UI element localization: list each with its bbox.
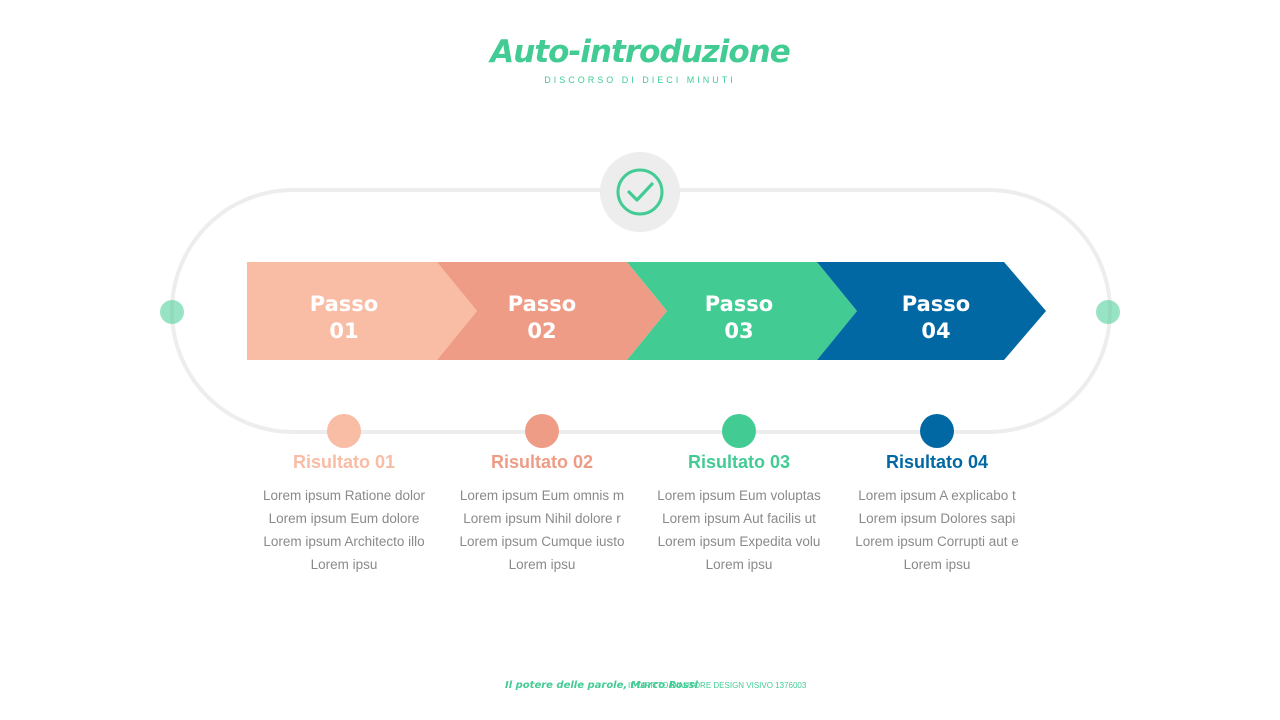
step-word: Passo [704, 292, 774, 316]
footer-credit: IL DIRITTO D'AUTORE DESIGN VISIVO 137600… [628, 681, 807, 690]
result-line: Lorem ipsu [508, 557, 576, 572]
result-line: Lorem ipsum Nihil dolore r [463, 511, 621, 526]
footer: Il potere delle parole, Marco Rossi IL D… [0, 680, 1280, 694]
slide-title: Auto-introduzione [490, 34, 790, 70]
check-badge [600, 152, 680, 232]
result-body-1: Lorem ipsum Ratione dolor Lorem ipsum Eu… [254, 484, 434, 576]
step-number: 01 [329, 319, 359, 343]
step-number: 04 [921, 319, 951, 343]
result-line: Lorem ipsum Eum voluptas [657, 488, 821, 503]
result-dot-1 [327, 414, 361, 448]
result-line: Lorem ipsu [903, 557, 971, 572]
result-dot-3 [722, 414, 756, 448]
step-arrow-1 [247, 262, 477, 360]
track-dot-left [160, 300, 184, 324]
result-body-4: Lorem ipsum A explicabo t Lorem ipsum Do… [847, 484, 1027, 576]
result-line: Lorem ipsum Aut facilis ut [662, 511, 816, 526]
result-line: Lorem ipsum Architecto illo [263, 534, 425, 549]
step-label-2: Passo 02 [467, 291, 617, 345]
step-label-4: Passo 04 [861, 291, 1011, 345]
result-title-1: Risultato 01 [292, 452, 396, 472]
step-label-3: Passo 03 [664, 291, 814, 345]
result-line: Lorem ipsum Corrupti aut e [855, 534, 1019, 549]
step-arrow-3 [627, 262, 857, 360]
result-dot-4 [920, 414, 954, 448]
step-arrow-2 [437, 262, 667, 360]
result-line: Lorem ipsum Expedita volu [657, 534, 821, 549]
result-line: Lorem ipsum Ratione dolor [262, 488, 426, 503]
result-body-2: Lorem ipsum Eum omnis m Lorem ipsum Nihi… [452, 484, 632, 576]
step-word: Passo [507, 292, 577, 316]
result-line: Lorem ipsum A explicabo t [858, 488, 1016, 503]
step-label-1: Passo 01 [269, 291, 419, 345]
result-title-2: Risultato 02 [490, 452, 594, 472]
result-line: Lorem ipsum Dolores sapi [858, 511, 1016, 526]
footer-tagline: Il potere delle parole, Marco Rossi [505, 680, 698, 691]
step-word: Passo [309, 292, 379, 316]
result-line: Lorem ipsum Eum omnis m [459, 488, 625, 503]
result-body-3: Lorem ipsum Eum voluptas Lorem ipsum Aut… [649, 484, 829, 576]
track-dot-right [1096, 300, 1120, 324]
check-circle-icon [616, 168, 664, 216]
step-arrow-4 [817, 262, 1046, 360]
result-title-3: Risultato 03 [687, 452, 791, 472]
result-dot-2 [525, 414, 559, 448]
result-line: Lorem ipsum Eum dolore [268, 511, 420, 526]
step-number: 02 [527, 319, 557, 343]
slide-subtitle: DISCORSO DI DIECI MINUTI [544, 75, 736, 85]
step-number: 03 [724, 319, 754, 343]
step-word: Passo [901, 292, 971, 316]
result-title-4: Risultato 04 [885, 452, 989, 472]
result-line: Lorem ipsu [310, 557, 378, 572]
result-line: Lorem ipsu [705, 557, 773, 572]
result-line: Lorem ipsum Cumque iusto [459, 534, 625, 549]
